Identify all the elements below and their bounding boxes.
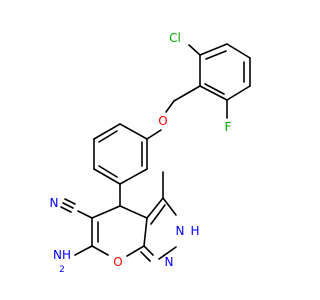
chlorine-atom-label: Cl (169, 31, 181, 45)
bond (158, 246, 177, 260)
ether-oxygen-atom-label: O (158, 114, 167, 128)
fluorine-atom-label: F (225, 120, 232, 134)
bond (205, 50, 227, 60)
bond (140, 251, 151, 262)
bond (74, 245, 93, 256)
pyrazole-nh-hydrogen-atom-label: H (190, 224, 199, 238)
bond (162, 197, 177, 216)
bond (165, 100, 175, 113)
atom-labels: Cl F O N N H N O NH 2 (50, 31, 232, 275)
bond (199, 43, 228, 56)
nitrile-nitrogen-atom-label: N (50, 196, 59, 210)
bond (119, 168, 148, 185)
bond (98, 130, 118, 143)
bonds (60, 43, 251, 262)
molecule-diagram: Cl F O N N H N O NH 2 (50, 31, 251, 275)
bond (226, 43, 251, 59)
bond (188, 44, 201, 56)
bond (91, 245, 109, 256)
bond (173, 85, 201, 102)
pyran-oxygen-atom-label: O (113, 255, 122, 269)
bond (143, 217, 148, 247)
bond (226, 85, 251, 101)
bond (150, 204, 166, 225)
bond (60, 206, 72, 213)
bond (126, 245, 145, 257)
bond (93, 168, 121, 185)
bond (119, 205, 148, 219)
bond (62, 202, 74, 209)
bond (146, 129, 162, 140)
bond (204, 83, 225, 95)
pyrazole-nh-nitrogen-atom-label: N (176, 224, 185, 238)
amino-subscript-label: 2 (59, 265, 65, 275)
structure-canvas: Cl F O N N H N O NH 2 (50, 31, 251, 275)
pyrazole-nitrogen-atom-label: N (165, 255, 174, 269)
bond (64, 198, 76, 205)
bond (98, 165, 118, 178)
bond (119, 123, 148, 140)
amino-group-label: NH (53, 248, 71, 262)
bond (93, 123, 121, 140)
bond (91, 205, 121, 219)
bond (77, 210, 93, 219)
bond (146, 197, 164, 219)
bond (199, 85, 228, 101)
bond (143, 245, 154, 256)
